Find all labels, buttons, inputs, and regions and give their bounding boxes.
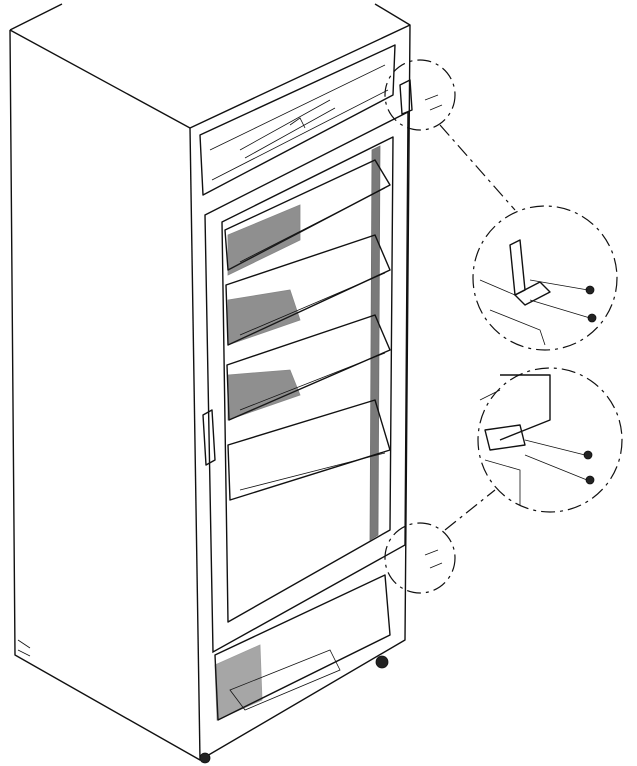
shelves: [224, 159, 391, 501]
cabinet: [9, 3, 411, 761]
thermostat-control: [239, 99, 336, 159]
leveling-leg: [199, 752, 211, 764]
top-grille-panel: [199, 44, 396, 196]
door-handle: [202, 409, 216, 466]
hinge-callouts: [384, 59, 516, 594]
screw-icon: [424, 549, 443, 569]
bottom-hinge-detail: [477, 367, 623, 513]
base-compartment: [199, 574, 391, 764]
screw-icon: [424, 94, 443, 111]
bottom-hinge-callout: [384, 522, 456, 594]
leveling-leg: [375, 655, 389, 669]
top-hinge: [399, 79, 413, 115]
top-hinge-callout: [384, 59, 456, 131]
top-hinge-detail: [472, 205, 618, 351]
